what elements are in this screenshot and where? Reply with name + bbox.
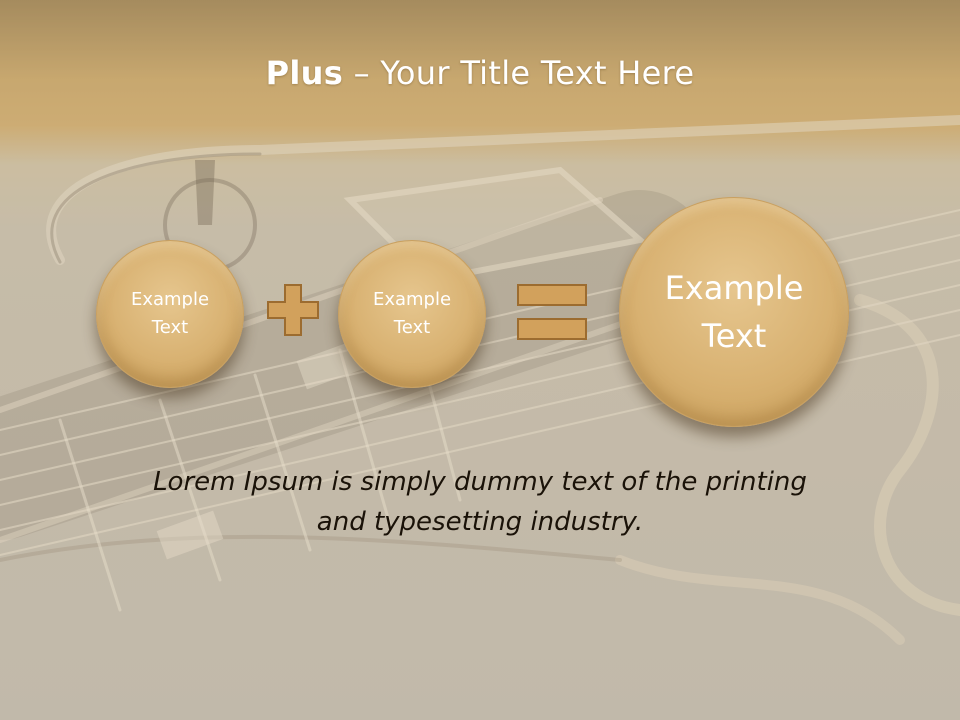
circle-1-line-1: Example [130,289,210,310]
slide-title: Plus – Your Title Text Here [0,54,960,92]
circle-3-line-1: Example [664,269,804,307]
caption-line-2: and typesetting industry. [316,507,644,537]
circle-1-line-2: Text [151,317,189,338]
example-circle-1[interactable]: Example Text [96,240,244,388]
example-circle-2[interactable]: Example Text [338,240,486,388]
example-circle-result[interactable]: Example Text [619,197,849,427]
circle-3-line-2: Text [701,317,767,355]
circle-2-line-1: Example [372,289,452,310]
plus-icon [267,284,319,336]
title-rest-text: – Your Title Text Here [343,54,695,92]
caption-text: Lorem Ipsum is simply dummy text of the … [100,462,860,542]
circle-2-line-2: Text [393,317,431,338]
equals-icon [517,284,587,340]
caption-line-1: Lorem Ipsum is simply dummy text of the … [153,467,807,497]
title-bold-text: Plus [265,54,344,92]
